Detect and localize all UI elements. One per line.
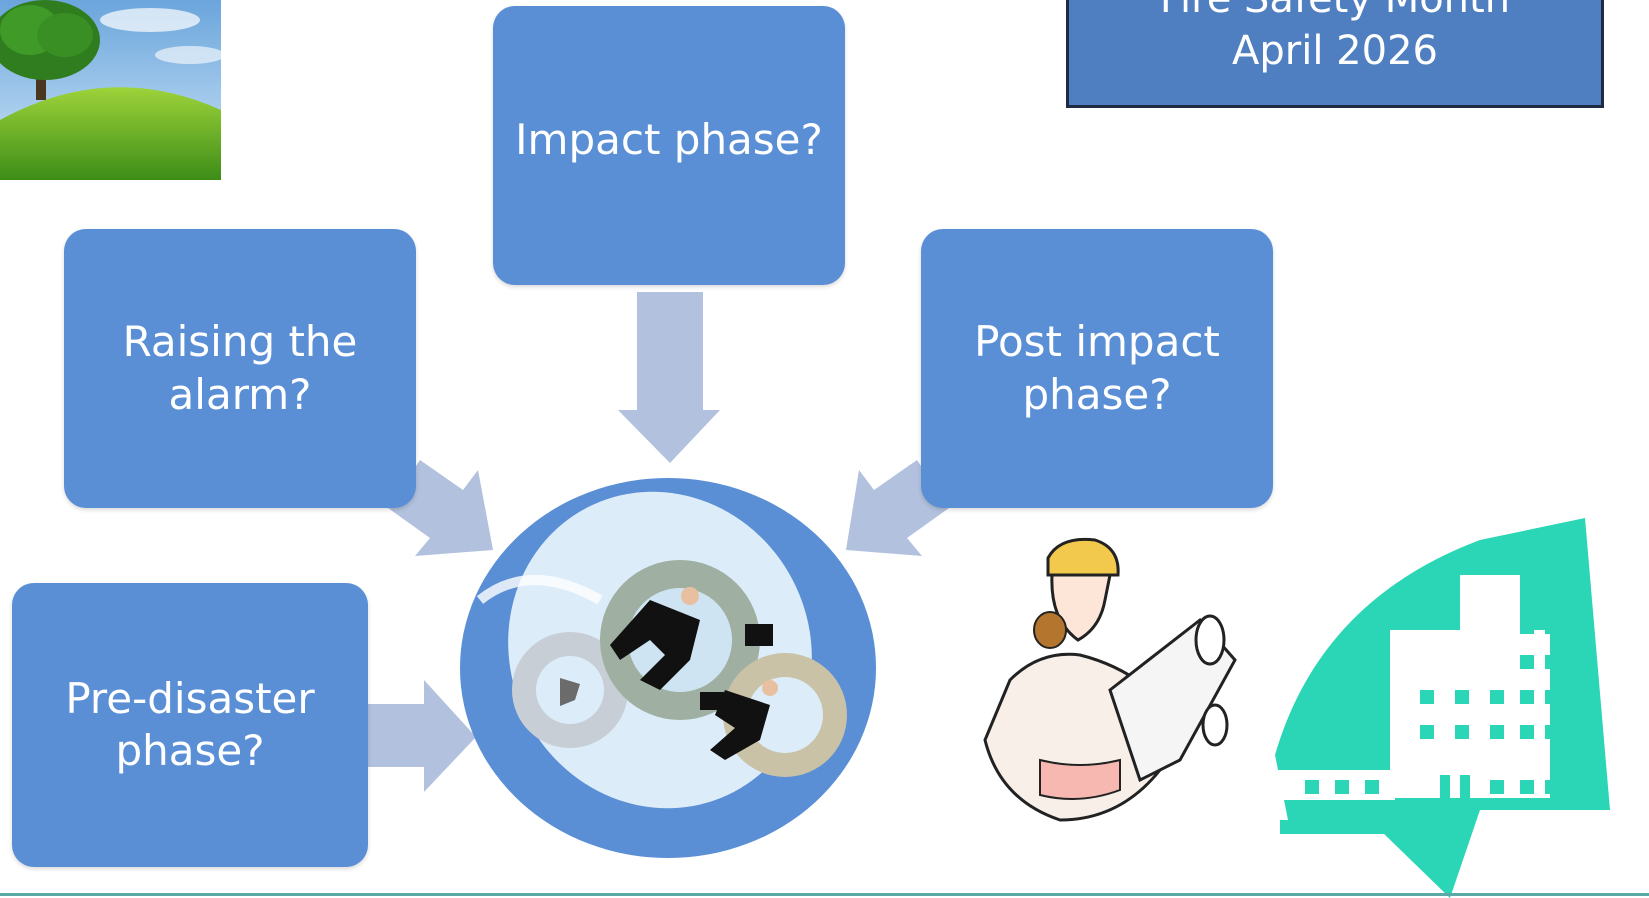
title-line-1: Fire Safety Month xyxy=(1069,0,1601,25)
impact-phase-label: Impact phase? xyxy=(515,115,823,164)
bottom-divider xyxy=(0,893,1649,896)
arrow-right-pre xyxy=(366,680,476,792)
running-businessmen-gears-image xyxy=(460,478,876,858)
title-box: Fire Safety Month April 2026 xyxy=(1066,0,1604,108)
raising-alarm-label: Raising the alarm? xyxy=(122,317,358,419)
impact-phase-box: Impact phase? xyxy=(493,6,845,285)
tree-landscape-image xyxy=(0,0,221,180)
title-line-2: April 2026 xyxy=(1232,28,1438,74)
post-impact-phase-box: Post impact phase? xyxy=(921,229,1273,508)
arrow-down-impact xyxy=(618,292,720,463)
pre-disaster-phase-label: Pre-disaster phase? xyxy=(65,673,315,776)
raising-alarm-box: Raising the alarm? xyxy=(64,229,416,508)
post-impact-phase-label: Post impact phase? xyxy=(974,317,1220,419)
pre-disaster-phase-box: Pre-disaster phase? xyxy=(12,583,368,867)
